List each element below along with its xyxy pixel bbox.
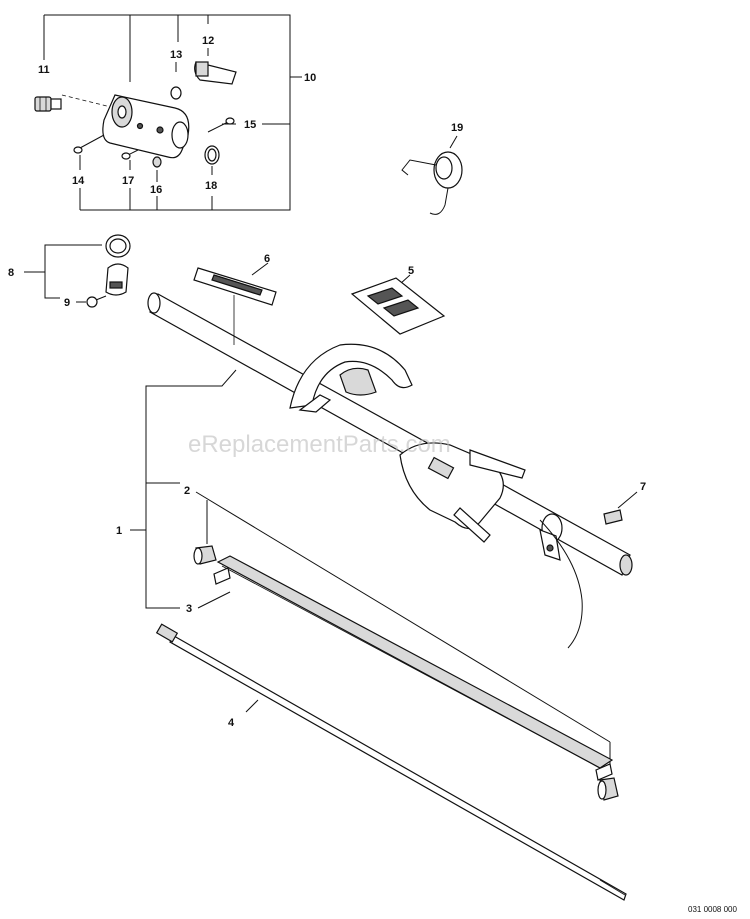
part-14-screw bbox=[73, 134, 105, 154]
callout-2: 2 bbox=[184, 485, 190, 497]
throttle-cable-housing-assembly: 11 12 13 10 15 14 17 16 18 bbox=[34, 14, 316, 211]
part-12-lever bbox=[194, 61, 237, 85]
callout-11: 11 bbox=[38, 64, 50, 76]
callout-1: 1 bbox=[116, 525, 122, 537]
part-7-sticker: 7 bbox=[603, 481, 646, 525]
callout-18: 18 bbox=[205, 180, 217, 192]
callout-9: 9 bbox=[64, 297, 70, 309]
part-9-screw bbox=[86, 295, 107, 308]
part-4-drive-shaft: 4 bbox=[155, 623, 627, 901]
clamp-assembly: 8 9 bbox=[8, 234, 131, 309]
throttle-handle bbox=[399, 442, 526, 543]
callout-19: 19 bbox=[451, 122, 463, 134]
callout-4: 4 bbox=[228, 717, 235, 729]
callout-6: 6 bbox=[264, 253, 270, 265]
callout-17: 17 bbox=[122, 175, 134, 187]
loop-handle bbox=[289, 343, 413, 413]
part-1-shaft-tube bbox=[147, 292, 633, 649]
part-13-washer bbox=[170, 86, 182, 100]
part-15-screw bbox=[207, 117, 235, 133]
part-17-screw bbox=[121, 149, 139, 160]
part-2-bushing: 2 bbox=[184, 485, 619, 801]
part-6-label: 6 bbox=[193, 253, 277, 306]
callout-1-bracket: 1 bbox=[116, 369, 237, 609]
tube-collar bbox=[539, 513, 563, 561]
callout-15: 15 bbox=[244, 119, 256, 131]
callout-12: 12 bbox=[202, 35, 214, 47]
callout-10: 10 bbox=[304, 72, 316, 84]
drawing-code: 031 0008 000 bbox=[688, 905, 737, 914]
callout-14: 14 bbox=[72, 175, 85, 187]
callout-3: 3 bbox=[186, 603, 192, 615]
part-5-label: 5 bbox=[350, 265, 446, 335]
part-19-spring: 19 bbox=[401, 122, 463, 215]
part-11-nut bbox=[34, 96, 62, 112]
part-16-nut bbox=[152, 156, 162, 168]
callout-8: 8 bbox=[8, 267, 14, 279]
callout-5: 5 bbox=[408, 265, 414, 277]
callout-7: 7 bbox=[640, 481, 646, 493]
part-10-housing bbox=[102, 94, 190, 159]
callout-13: 13 bbox=[170, 49, 182, 61]
callout-16: 16 bbox=[150, 184, 162, 196]
throttle-cable bbox=[539, 519, 583, 649]
part-3-liner: 3 bbox=[186, 555, 614, 781]
watermark-text: eReplacementParts.com bbox=[188, 431, 451, 458]
